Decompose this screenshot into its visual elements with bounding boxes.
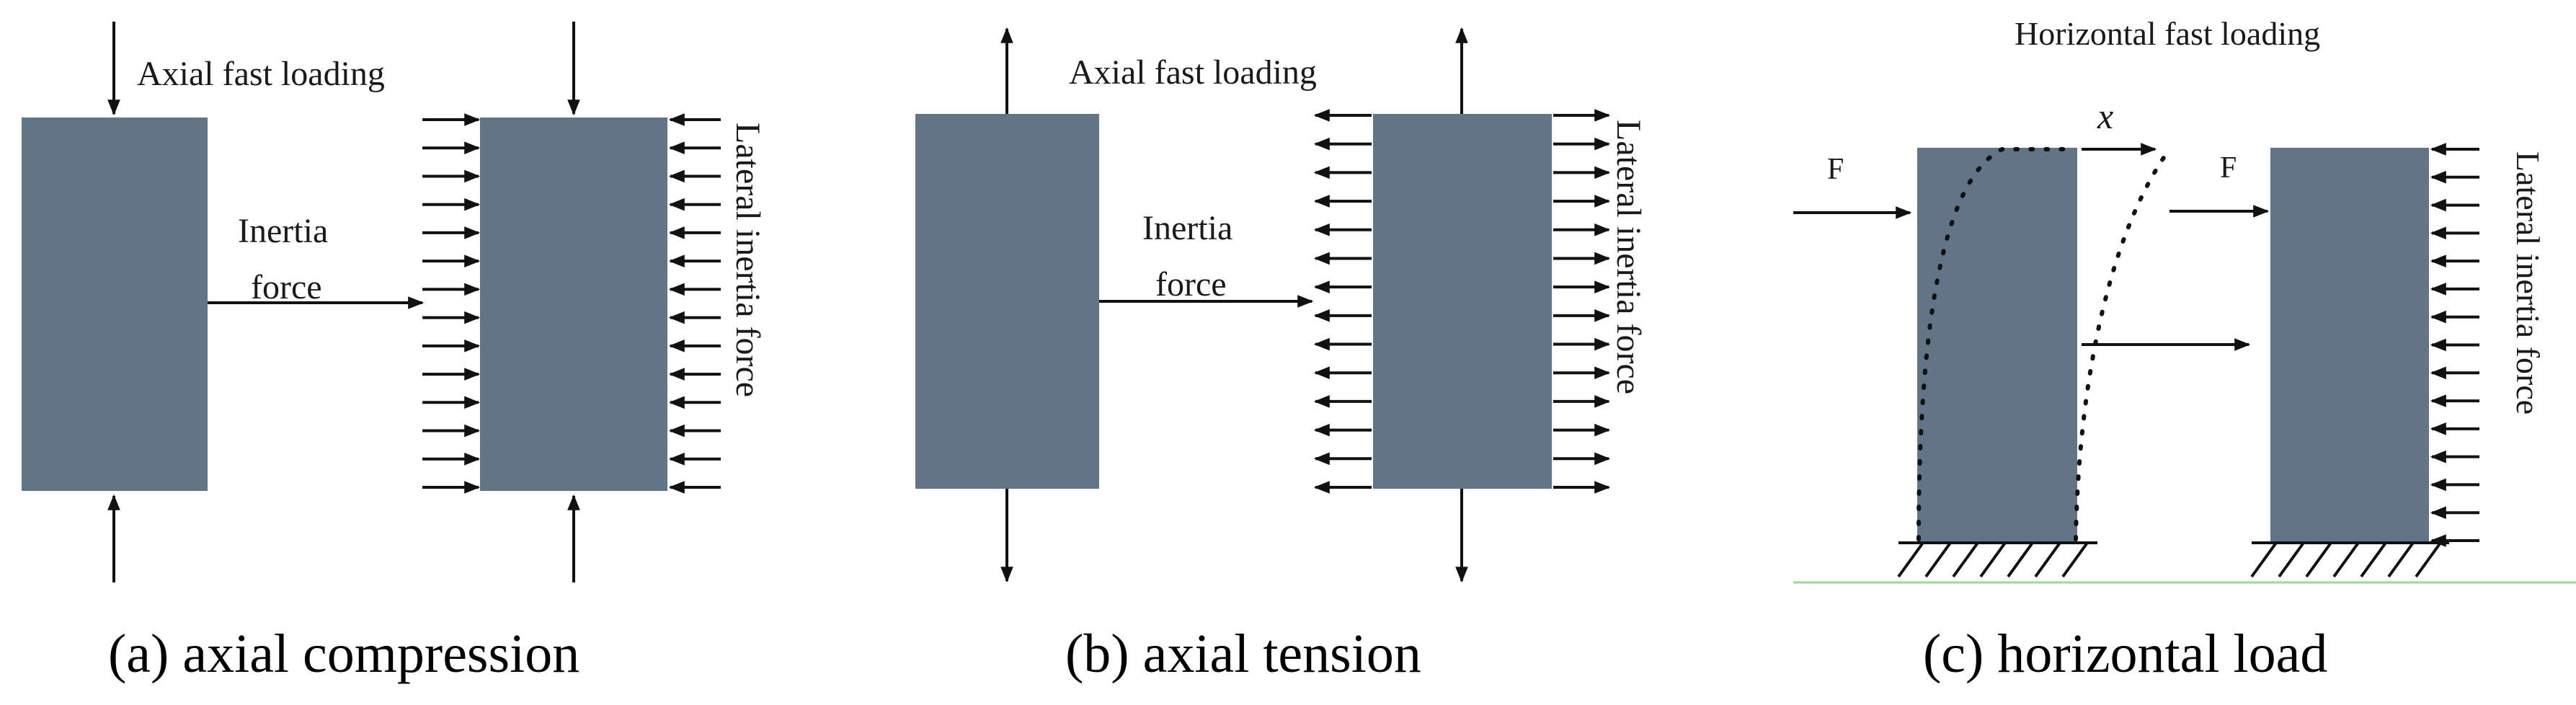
- hatch-mark: [1924, 541, 1952, 578]
- panel-a: Axial fast loading Inertia force Lateral…: [22, 22, 767, 582]
- hatch-mark: [2332, 541, 2360, 578]
- inertia-label-b-line1: Inertia: [1142, 209, 1233, 247]
- side-label-a: Lateral inertia force: [729, 123, 767, 397]
- force-label-left: F: [1827, 153, 1844, 186]
- deflected-shape-right: [2074, 149, 2170, 541]
- lateral-arrows-a-right: [668, 113, 721, 494]
- hatch-mark: [2415, 541, 2442, 578]
- inertia-label-b-line2: force: [1155, 265, 1227, 303]
- block-c-right: [2270, 148, 2429, 543]
- top-label-a: Axial fast loading: [137, 55, 385, 93]
- hatch-mark: [1979, 541, 2007, 578]
- hatch-mark: [2360, 541, 2387, 578]
- ground-hatch-c-right: [2250, 541, 2442, 578]
- hatch-mark: [2387, 541, 2415, 578]
- side-label-c: Lateral inertia force: [2510, 151, 2546, 414]
- hatch-mark: [2250, 541, 2278, 578]
- hatch-mark: [2061, 541, 2089, 578]
- caption-a: (a) axial compression: [108, 624, 579, 684]
- inertia-label-a-line2: force: [251, 268, 322, 306]
- lateral-arrows-b-right: [1553, 109, 1611, 494]
- top-label-b: Axial fast loading: [1069, 53, 1317, 92]
- block-b-left: [915, 114, 1099, 489]
- ground-hatch-c-left: [1897, 541, 2089, 578]
- block-a-left: [22, 117, 208, 491]
- caption-c: (c) horizontal load: [1923, 624, 2327, 684]
- lateral-arrows-b-left: [1313, 109, 1372, 494]
- hatch-mark: [1897, 541, 1924, 578]
- hatch-mark: [2305, 541, 2332, 578]
- caption-b: (b) axial tension: [1065, 624, 1421, 684]
- panel-b: Axial fast loading Inertia force Lateral…: [915, 27, 1648, 583]
- inertia-label-a-line1: Inertia: [238, 212, 328, 250]
- hatch-mark: [2278, 541, 2305, 578]
- top-label-c: Horizontal fast loading: [2015, 15, 2320, 52]
- block-b-right: [1373, 114, 1552, 489]
- lateral-arrows-a-left: [422, 113, 481, 494]
- side-label-b: Lateral inertia force: [1609, 120, 1648, 394]
- hatch-mark: [1952, 541, 1979, 578]
- displacement-label-x: x: [2097, 96, 2113, 136]
- block-c-left: [1917, 148, 2077, 543]
- hatch-mark: [2007, 541, 2034, 578]
- lateral-arrows-c-right: [2430, 143, 2479, 547]
- panel-c: Horizontal fast loading x F F Lateral in…: [1793, 15, 2576, 584]
- force-label-right: F: [2220, 151, 2237, 185]
- hatch-mark: [2034, 541, 2061, 578]
- block-a-right: [480, 117, 667, 491]
